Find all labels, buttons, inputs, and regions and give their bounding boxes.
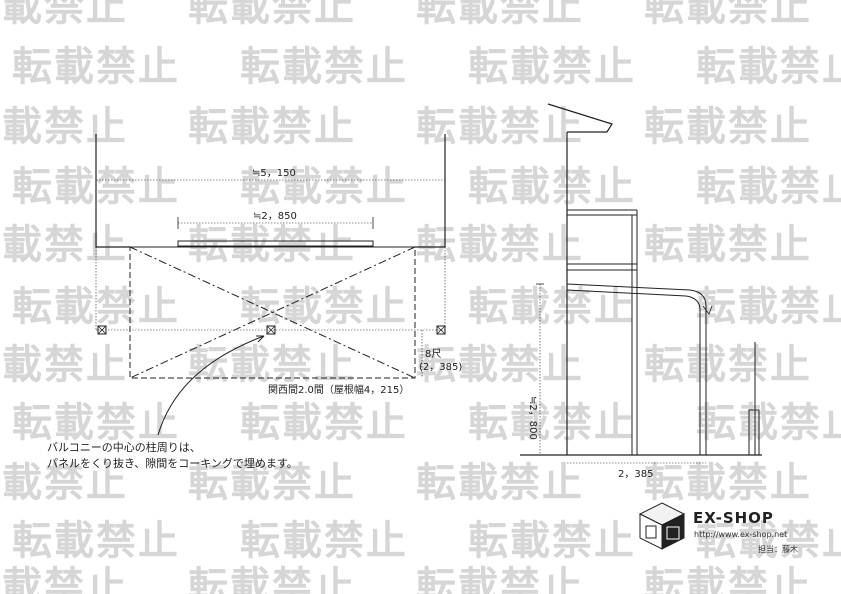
watermark-text: 転載禁止	[644, 564, 812, 594]
watermark-text: 転載禁止	[0, 0, 128, 30]
elevation-height-label: ≒2，800	[527, 396, 538, 440]
plan-roof-diagonal-2	[129, 246, 416, 379]
plan-depth-label-mm: (2，385)	[419, 362, 462, 373]
watermark-text: 転載禁止	[416, 0, 584, 30]
watermark-text: 転載禁止	[12, 518, 180, 564]
watermark-text: 転載禁止	[12, 164, 180, 210]
elevation-width-label: 2，385	[618, 469, 653, 480]
brand-staff: 担当：藤木	[758, 544, 798, 554]
watermark-text: 転載禁止	[416, 460, 584, 506]
plan-depth-label-shaku: 8尺	[425, 348, 441, 360]
watermark-text: 転載禁止	[188, 0, 356, 30]
watermark-text: 転載禁止	[696, 164, 841, 210]
watermark-text: 転載禁止	[12, 284, 180, 330]
annotation-line-2: パネルをくり抜き、隙間をコーキングで埋めます。	[47, 456, 298, 470]
watermark-text: 転載禁止	[696, 284, 841, 330]
watermark-text: 転載禁止	[0, 342, 128, 388]
watermark-text: 転載禁止	[416, 222, 584, 268]
watermark-text: 転載禁止	[644, 0, 812, 30]
watermark-text: 転載禁止	[240, 400, 408, 446]
elevation-view	[520, 103, 762, 464]
plan-post-left	[97, 325, 107, 335]
plan-width-label: 関西間2.0間（屋根幅4，215）	[268, 383, 409, 396]
plan-existing-panel	[177, 240, 374, 247]
watermark-text: 転載禁止	[240, 518, 408, 564]
watermark-text: 転載禁止	[468, 518, 636, 564]
watermark-text: 転載禁止	[240, 164, 408, 210]
elevation-bollard-base	[748, 409, 760, 456]
plan-roof-outline	[129, 246, 416, 379]
watermark-text: 転載禁止	[696, 400, 841, 446]
watermark-text: 転載禁止	[188, 564, 356, 594]
watermark-text: 転載禁止	[188, 222, 356, 268]
plan-dim-overall-label: ≒5，150	[252, 168, 296, 179]
plan-post-right	[436, 325, 446, 335]
brand-logo	[638, 502, 686, 550]
watermark-text: 転載禁止	[416, 564, 584, 594]
watermark-text: 転載禁止	[0, 104, 128, 150]
cube-logo-icon	[638, 502, 686, 550]
elevation-gutter	[702, 305, 713, 315]
plan-view	[95, 134, 446, 436]
watermark-text: 転載禁止	[188, 104, 356, 150]
watermark-text: 転載禁止	[0, 222, 128, 268]
watermark-text: 転載禁止	[188, 342, 356, 388]
elevation-eave	[547, 103, 613, 133]
watermark-text: 転載禁止	[468, 164, 636, 210]
watermark-text: 転載禁止	[696, 44, 841, 90]
watermark-text: 転載禁止	[468, 400, 636, 446]
brand-url: http://www.ex-shop.net	[694, 530, 787, 539]
watermark-text: 転載禁止	[468, 44, 636, 90]
watermark-text: 転載禁止	[416, 104, 584, 150]
annotation-leader-line	[157, 335, 265, 436]
watermark-text: 転載禁止	[12, 400, 180, 446]
watermark-text: 転載禁止	[696, 518, 841, 564]
annotation-line-1: バルコニーの中心の柱周りは、	[47, 440, 201, 454]
watermark-text: 転載禁止	[644, 460, 812, 506]
plan-dim-panel-label: ≒2，850	[253, 211, 297, 222]
watermark-text: 転載禁止	[644, 342, 812, 388]
watermark-text: 転載禁止	[240, 44, 408, 90]
plan-post-center	[266, 325, 276, 335]
elevation-carport-beam-inner	[566, 289, 701, 455]
watermark-text: 転載禁止	[188, 460, 356, 506]
watermark-text: 転載禁止	[0, 564, 128, 594]
watermark-text: 転載禁止	[644, 222, 812, 268]
watermark-text: 転載禁止	[0, 460, 128, 506]
watermark-text: 転載禁止	[240, 284, 408, 330]
watermark-text: 転載禁止	[12, 44, 180, 90]
elevation-carport-beam	[566, 283, 707, 455]
watermark-text: 転載禁止	[644, 104, 812, 150]
brand-name: EX-SHOP	[693, 509, 774, 527]
watermark-text: 転載禁止	[468, 284, 636, 330]
annotation-arrowhead	[256, 335, 265, 343]
watermark-text: 転載禁止	[416, 342, 584, 388]
